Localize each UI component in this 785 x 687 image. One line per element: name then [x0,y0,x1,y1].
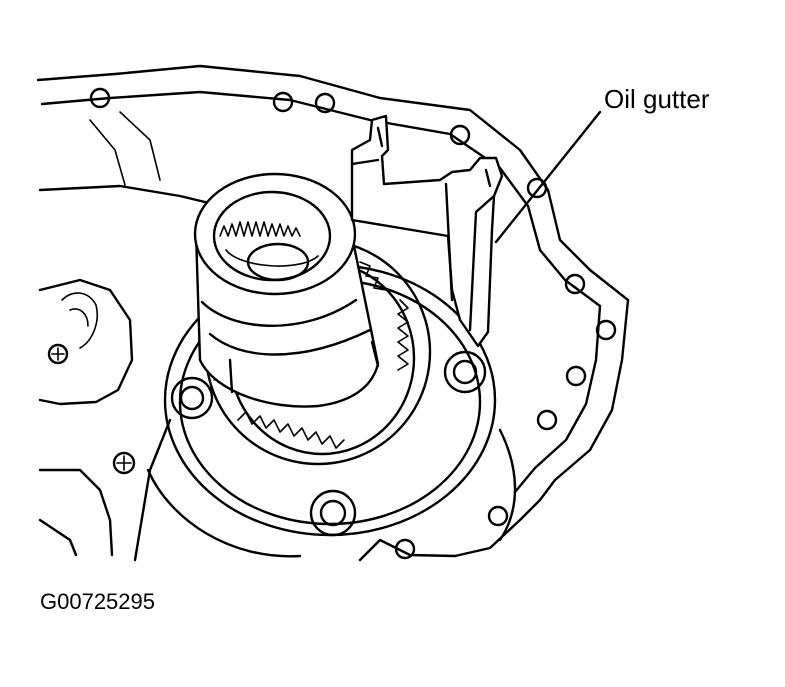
screw-icon-1 [47,343,69,365]
housing-left-body [38,184,232,562]
shaft-spline-teeth [219,221,319,267]
oil-gutter-edges [350,126,496,332]
callout-leader-line [494,110,602,244]
oil-gutter [350,114,504,348]
figure-id: G00725295 [40,589,155,614]
housing-lower-curve [146,428,517,558]
housing-left-ribs [61,111,161,349]
callout-label-oil-gutter: Oil gutter [604,84,710,114]
spline-bore-center [246,242,310,282]
output-shaft-steps [200,298,380,394]
flange-bolt-holes [89,87,617,560]
housing-flange-outline [36,64,630,562]
retainer-bolts [170,350,487,537]
housing-flange-inner-edge [40,90,602,494]
screw-icon-2 [112,451,136,475]
